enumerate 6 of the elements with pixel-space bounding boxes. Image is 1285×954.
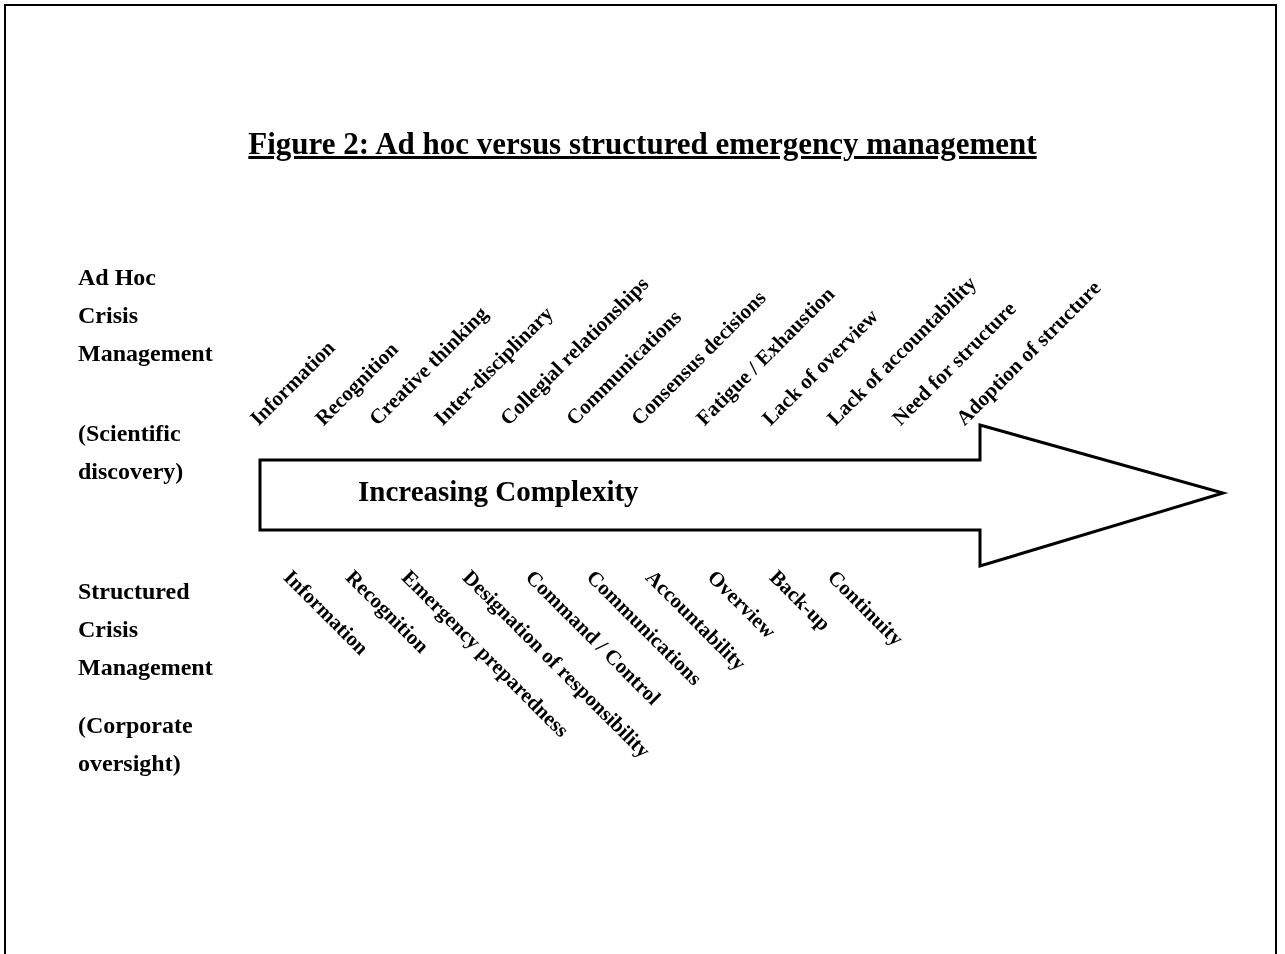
row-heading: (Corporate oversight): [78, 711, 194, 778]
row-heading: Structured Crisis Management: [78, 577, 214, 682]
row-heading: (Scientific discovery): [78, 419, 185, 486]
row-heading: Ad Hoc Crisis Management: [78, 263, 214, 368]
figure-title: Figure 2: Ad hoc versus structured emergency management: [248, 126, 1037, 161]
arrow-label: Increasing Complexity: [358, 475, 639, 508]
